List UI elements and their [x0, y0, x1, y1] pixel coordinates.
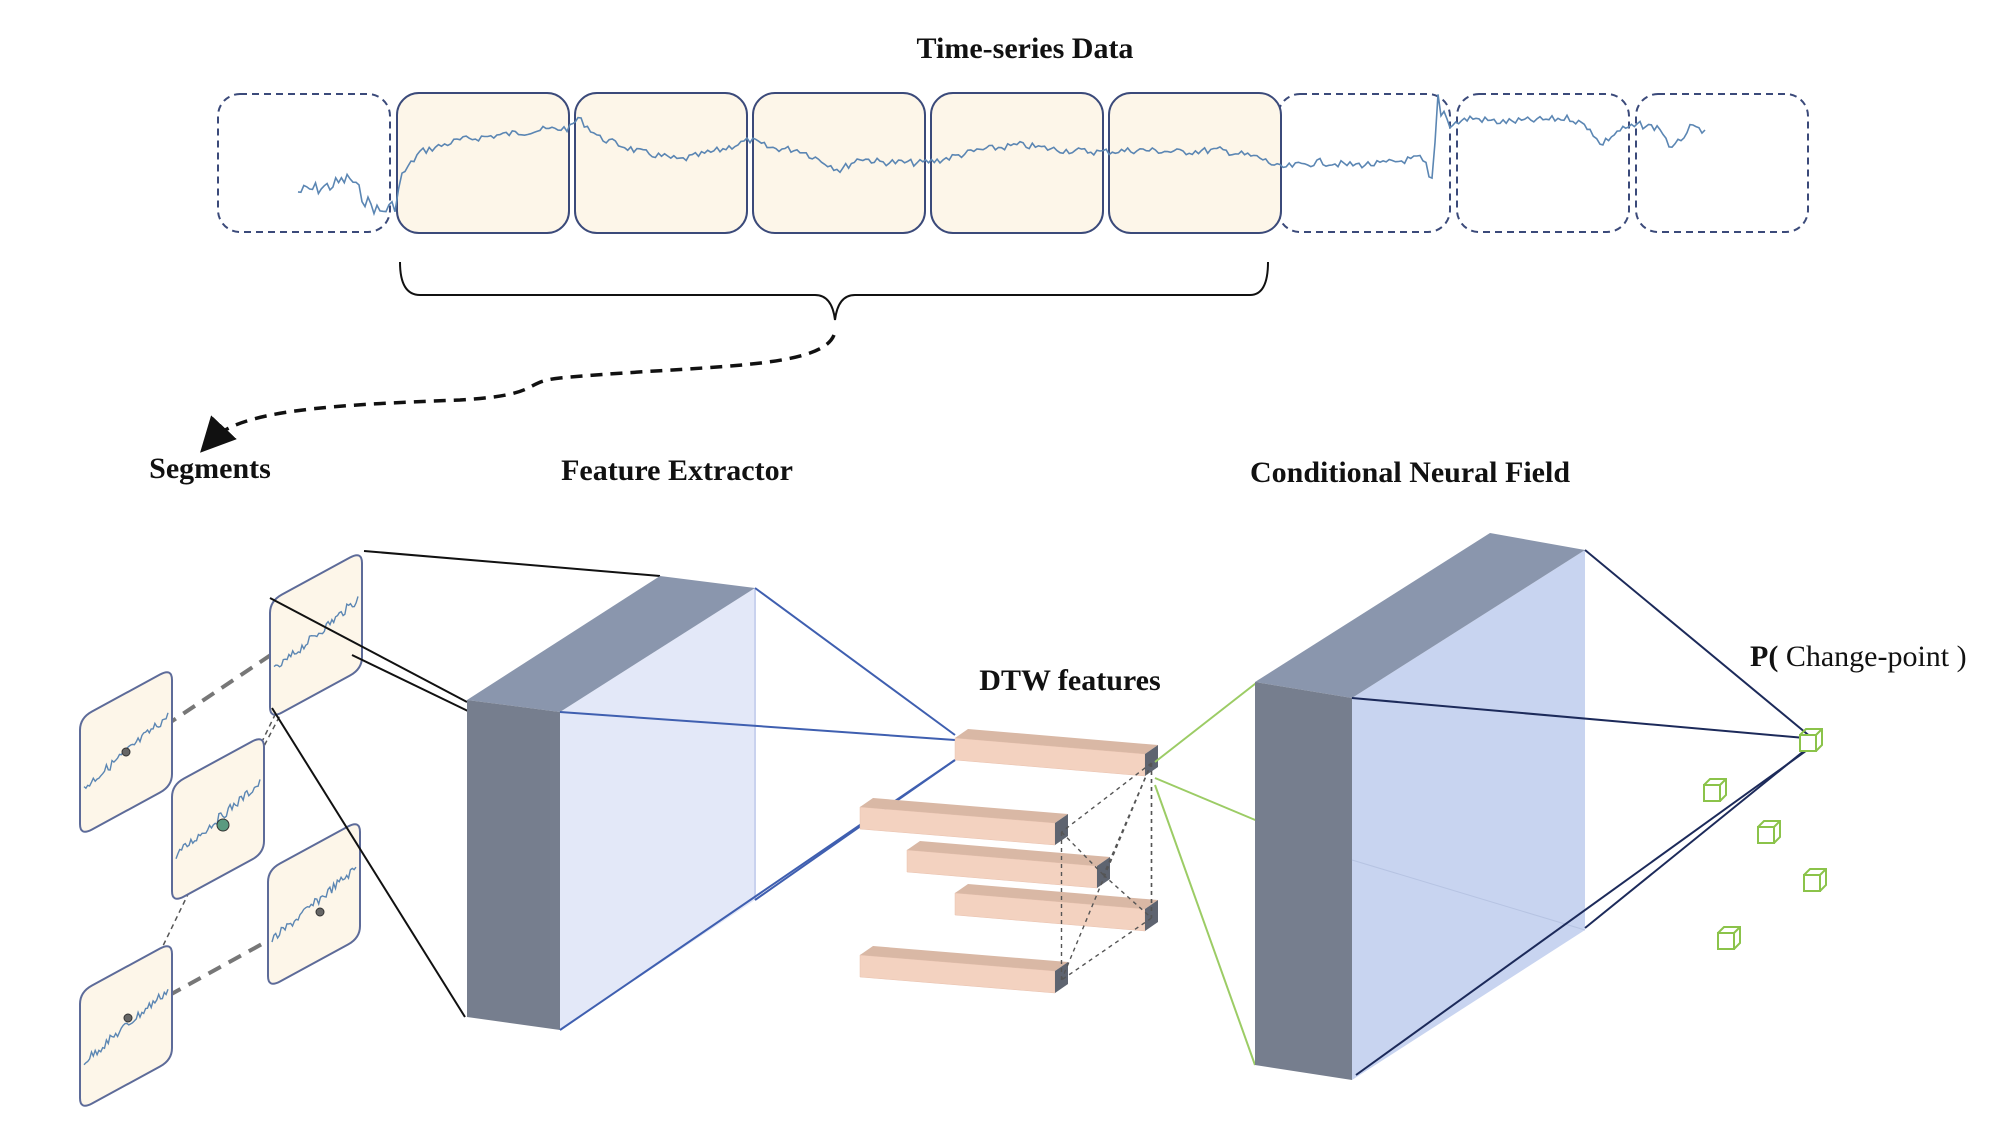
dtw-bar-end — [1055, 814, 1068, 845]
segment-card-signal — [271, 866, 357, 943]
cube-edge — [1819, 868, 1827, 876]
dtw-bar — [859, 946, 1068, 994]
segment-card — [79, 945, 173, 1107]
probability-prefix: P( — [1750, 640, 1778, 673]
segment-window — [1108, 92, 1282, 234]
extractor-face — [560, 588, 755, 1030]
context-window — [1277, 93, 1451, 233]
feature-extractor-block — [467, 576, 756, 1030]
segment-card-frame — [269, 554, 363, 716]
dtw-bar-top — [955, 729, 1158, 754]
context-window — [1635, 93, 1809, 233]
time-series-title: Time-series Data — [917, 32, 1134, 65]
cube-front — [1799, 734, 1817, 752]
context-window — [217, 93, 391, 233]
time-series-signal — [297, 94, 1706, 217]
segment-node — [121, 747, 131, 757]
cube-front — [1703, 784, 1721, 802]
output-cube-icon — [1757, 820, 1781, 844]
dtw-bar-top — [907, 841, 1110, 866]
segment-window — [752, 92, 926, 234]
cnf-front — [1255, 682, 1352, 1080]
segment-node — [123, 1013, 133, 1023]
dtw-bar-top — [955, 884, 1158, 909]
selection-brace — [399, 261, 1269, 321]
cnf-block — [1255, 533, 1586, 1080]
dtw-edge — [1061, 917, 1152, 981]
probability-label: P( Change-point ) — [1750, 640, 1967, 673]
context-window — [1456, 93, 1630, 233]
dtw-to-cnf-lines — [1154, 679, 1261, 1066]
dtw-edge — [1103, 874, 1152, 919]
dtw-bar-top — [860, 946, 1068, 971]
segments-arrow — [200, 334, 836, 453]
segment-card — [267, 823, 361, 985]
cube-edge — [1733, 926, 1741, 934]
segment-card — [79, 671, 173, 833]
output-cube-icon — [1799, 728, 1823, 752]
dtw-bar — [906, 841, 1110, 889]
cube-front — [1803, 874, 1821, 892]
dtw-bar-end — [1145, 745, 1158, 776]
segment-card-signal — [83, 989, 169, 1066]
cube-edge — [1815, 728, 1823, 736]
extractor-top — [467, 576, 755, 712]
feature-extractor-title: Feature Extractor — [561, 454, 793, 487]
dtw-edge — [1060, 831, 1105, 876]
dtw-bar — [859, 798, 1068, 846]
dtw-bar — [954, 884, 1158, 932]
dtw-features-title: DTW features — [979, 664, 1160, 697]
cube-front — [1757, 826, 1775, 844]
cube-edge — [1719, 778, 1727, 786]
segments-group — [79, 554, 363, 1107]
segment-card-signal — [175, 779, 261, 859]
segments-title: Segments — [149, 452, 271, 485]
segment-node — [315, 907, 325, 917]
dtw-bar-end — [1097, 857, 1110, 888]
segment-window — [930, 92, 1104, 234]
cube-edge — [1773, 820, 1781, 828]
dtw-bar-top — [860, 798, 1068, 823]
dtw-bar — [954, 729, 1158, 777]
segment-node — [216, 818, 230, 832]
output-cube-icon — [1703, 778, 1727, 802]
cnf-to-output-lines — [1351, 549, 1816, 1076]
segment-card-signal — [273, 596, 359, 668]
segment-to-extractor-lines — [269, 550, 661, 1018]
cnf-title: Conditional Neural Field — [1250, 456, 1570, 489]
time-series-strip — [217, 92, 1809, 234]
segment-window — [396, 92, 570, 234]
dtw-edge — [1061, 762, 1152, 833]
output-cube-icon — [1717, 926, 1741, 950]
segment-card-frame — [79, 945, 173, 1107]
output-cube-icon — [1803, 868, 1827, 892]
segment-card — [269, 554, 363, 716]
dtw-features-group — [859, 729, 1158, 994]
segment-window — [574, 92, 748, 234]
segment-card — [171, 738, 265, 900]
extractor-front — [467, 700, 560, 1030]
cnf-top — [1255, 533, 1585, 698]
cube-front — [1717, 932, 1735, 950]
probability-text: Change-point ) — [1778, 640, 1966, 673]
dtw-edge — [1060, 762, 1153, 981]
output-cubes — [1703, 728, 1827, 950]
cnf-face — [1352, 550, 1585, 1080]
